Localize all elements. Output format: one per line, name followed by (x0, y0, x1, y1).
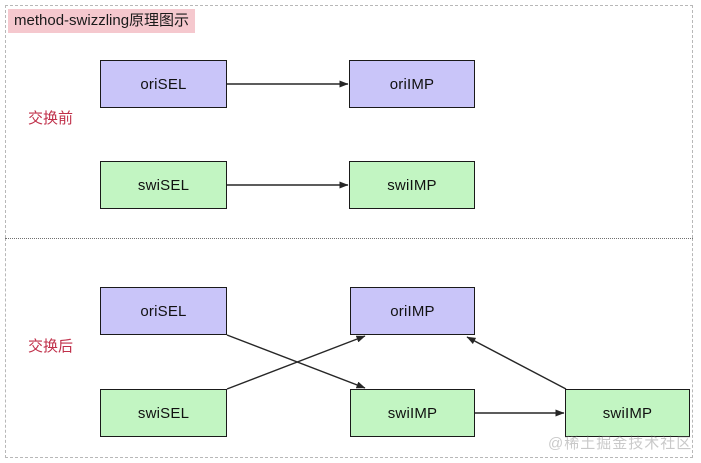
panel-after-swizzle (5, 238, 693, 458)
node-before-oriimp[interactable]: oriIMP (349, 60, 475, 108)
node-after-oriimp[interactable]: oriIMP (350, 287, 475, 335)
section-label-after: 交换后 (28, 338, 74, 355)
node-after-orisel[interactable]: oriSEL (100, 287, 227, 335)
node-after-swiimp-right[interactable]: swiIMP (565, 389, 690, 437)
node-before-swisel[interactable]: swiSEL (100, 161, 227, 209)
panel-divider (5, 238, 693, 239)
node-after-swisel[interactable]: swiSEL (100, 389, 227, 437)
watermark: @稀土掘金技术社区 (548, 435, 693, 452)
panel-before-swizzle (5, 5, 693, 238)
node-before-swiimp[interactable]: swiIMP (349, 161, 475, 209)
page-title: method-swizzling原理图示 (8, 9, 196, 33)
node-after-swiimp[interactable]: swiIMP (350, 389, 475, 437)
section-label-before: 交换前 (28, 110, 74, 127)
node-before-orisel[interactable]: oriSEL (100, 60, 227, 108)
